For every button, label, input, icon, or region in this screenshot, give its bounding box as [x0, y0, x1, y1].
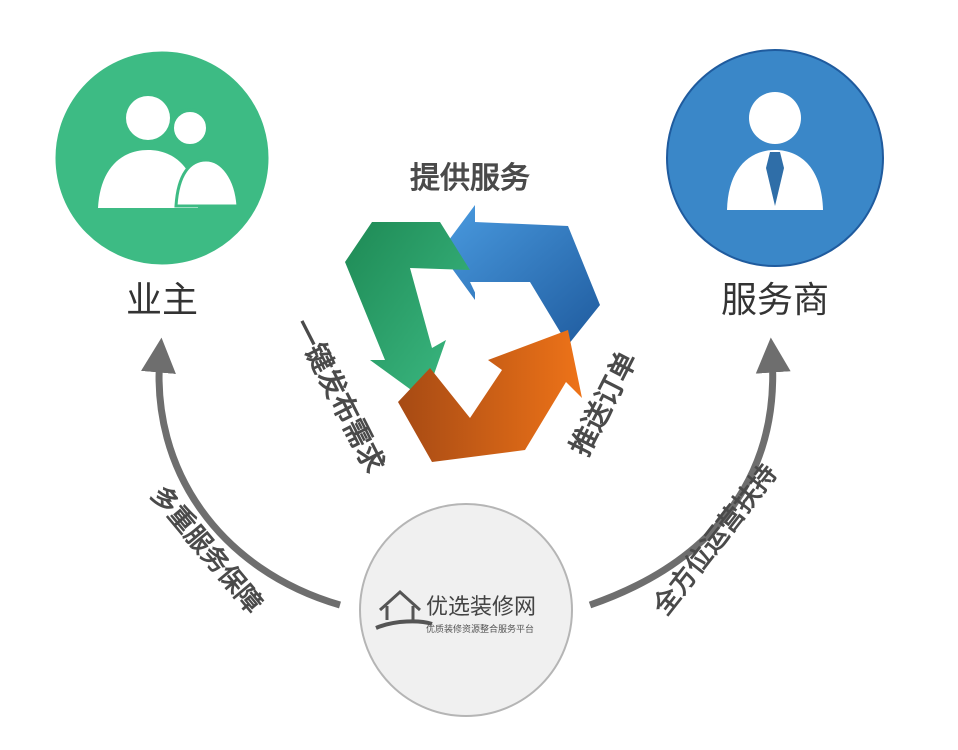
- provider-label: 服务商: [721, 280, 829, 321]
- service-cycle: [345, 205, 600, 462]
- platform-logo-subtitle: 优质装修资源整合服务平台: [426, 623, 534, 635]
- owner-node: 业主: [52, 48, 272, 321]
- cycle-arrow-orange: [398, 330, 582, 462]
- link-label-right: 全方位运营扶持: [646, 459, 783, 622]
- platform-logo-text: 优选装修网: [426, 595, 536, 620]
- cycle-arrow-green: [345, 222, 470, 400]
- cycle-center: [470, 282, 528, 345]
- platform-circle: [359, 503, 573, 717]
- cycle-label-top: 提供服务: [410, 161, 530, 196]
- link-arrow-right: [588, 337, 791, 609]
- house-logo-icon: [375, 589, 433, 630]
- cycle-arrow-blue: [440, 205, 600, 345]
- link-arrow-left: [141, 337, 341, 609]
- cycle-label-right: 推送订单: [563, 346, 643, 461]
- cycle-label-left: 一键发布需求: [286, 313, 392, 478]
- businessman-icon: [727, 92, 823, 210]
- link-label-left: 多重服务保障: [144, 480, 268, 619]
- user-group-icon: [98, 96, 240, 208]
- provider-node: 服务商: [666, 49, 884, 321]
- owner-label: 业主: [126, 280, 198, 321]
- platform-node: 优选装修网 优质装修资源整合服务平台: [359, 503, 573, 717]
